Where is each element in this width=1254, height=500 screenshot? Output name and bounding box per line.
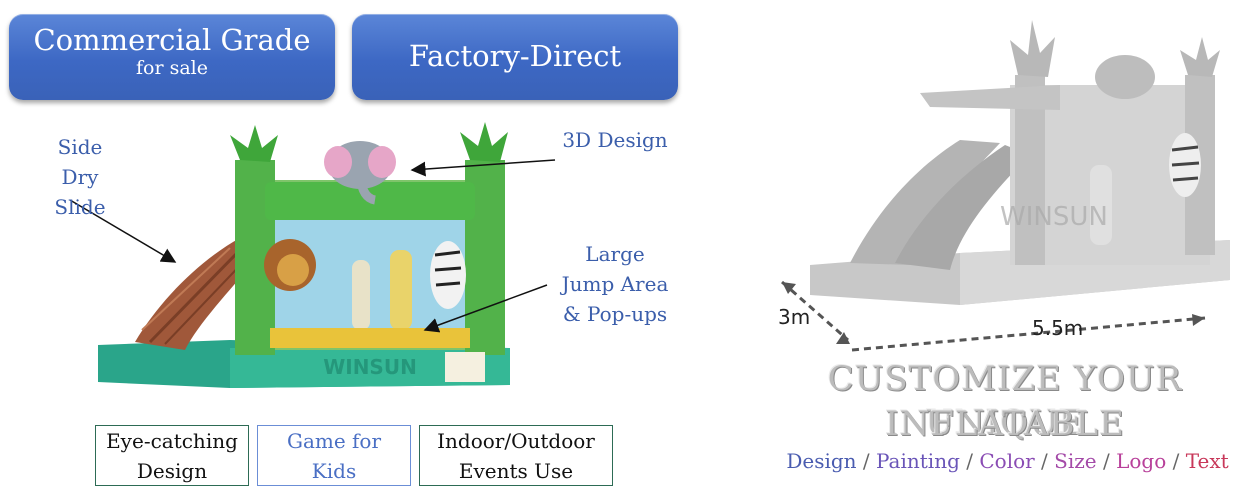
option-size: Size bbox=[1054, 449, 1097, 473]
feature-line: Design bbox=[136, 459, 208, 483]
option-text: Text bbox=[1185, 449, 1229, 473]
side-slide-callout: Side Dry Slide bbox=[40, 132, 120, 222]
callout-line: Dry Slide bbox=[54, 165, 106, 219]
badge-title: Commercial Grade bbox=[33, 23, 311, 57]
commercial-grade-badge: Commercial Grade for sale bbox=[9, 14, 335, 100]
feature-line: Game for bbox=[286, 429, 382, 453]
option-color: Color bbox=[979, 449, 1035, 473]
feature-indoor-outdoor: Indoor/Outdoor Events Use bbox=[419, 425, 613, 486]
callout-arrows bbox=[69, 159, 556, 333]
length-dimension-label: 5.5m bbox=[1032, 316, 1084, 340]
callout-line: Large bbox=[585, 242, 645, 266]
option-design: Design bbox=[786, 449, 857, 473]
callout-line: Side bbox=[57, 135, 103, 159]
width-dimension-label: 3m bbox=[778, 305, 811, 329]
callout-line: Jump Area bbox=[561, 272, 669, 296]
feature-game-for-kids: Game for Kids bbox=[257, 425, 411, 486]
customize-headline-line2: INFLATABLE bbox=[885, 404, 1125, 444]
option-separator: / bbox=[1096, 449, 1117, 473]
feature-line: Eye-catching bbox=[106, 429, 238, 453]
option-separator: / bbox=[856, 449, 876, 473]
grayscale-inflatable-image: WINSUN bbox=[810, 20, 1230, 305]
3d-design-callout: 3D Design bbox=[562, 128, 668, 152]
option-painting: Painting bbox=[876, 449, 960, 473]
factory-direct-badge: Factory-Direct bbox=[352, 14, 678, 100]
svg-text:WINSUN: WINSUN bbox=[323, 355, 417, 379]
option-logo: Logo bbox=[1116, 449, 1167, 473]
option-separator: / bbox=[1034, 449, 1055, 473]
inflatable-product-image: WINSUN bbox=[98, 122, 510, 388]
badge-title: Factory-Direct bbox=[408, 39, 622, 73]
feature-eye-catching: Eye-catching Design bbox=[95, 425, 249, 486]
dimension-lines bbox=[781, 280, 1206, 352]
feature-line: Events Use bbox=[458, 459, 574, 483]
callout-line: & Pop-ups bbox=[562, 302, 668, 326]
jump-area-callout: Large Jump Area & Pop-ups bbox=[555, 239, 675, 329]
option-separator: / bbox=[959, 449, 980, 473]
customize-headline-line1: CUSTOMIZE YOUR UNIQUE bbox=[827, 359, 1183, 443]
feature-line: Kids bbox=[311, 459, 357, 483]
badge-subtitle: for sale bbox=[136, 57, 208, 79]
customization-options: Design / Painting / Color / Size / Logo … bbox=[760, 449, 1254, 473]
svg-text:WINSUN: WINSUN bbox=[1000, 202, 1108, 232]
option-separator: / bbox=[1166, 449, 1186, 473]
feature-line: Indoor/Outdoor bbox=[437, 429, 595, 453]
